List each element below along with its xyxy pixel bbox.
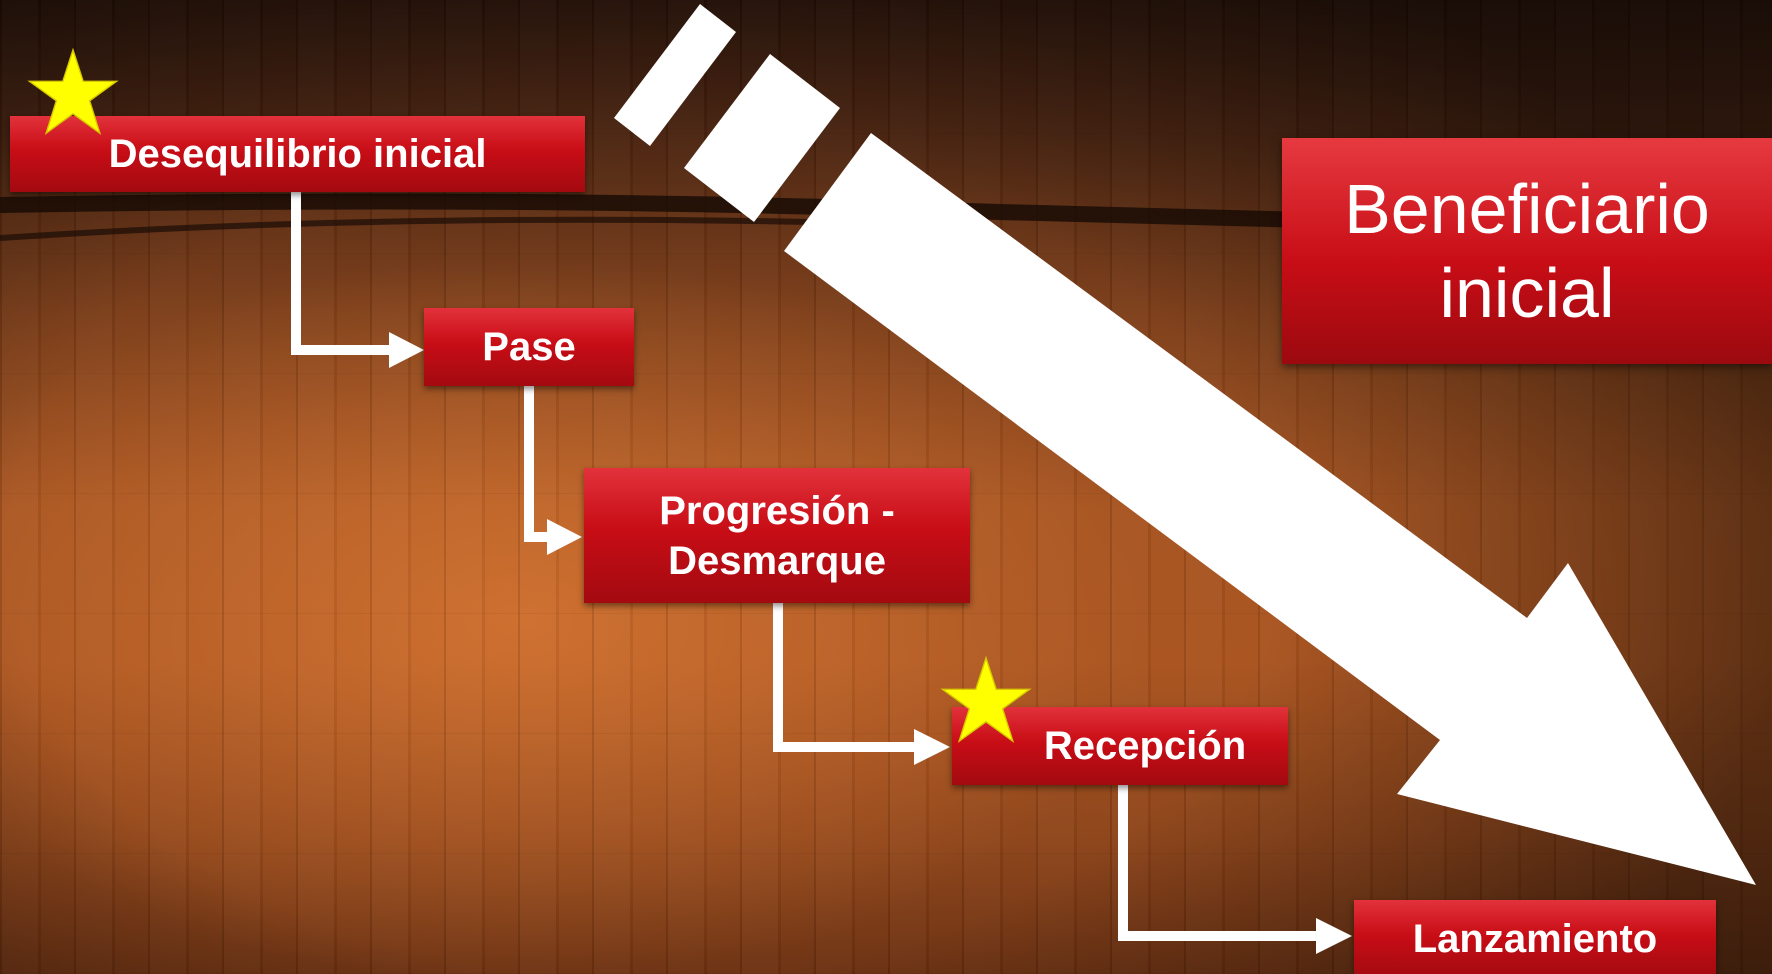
connector-2 bbox=[524, 386, 550, 542]
step-label: Desequilibrio inicial bbox=[108, 132, 487, 176]
step-label-line2: Desmarque bbox=[668, 538, 886, 583]
connector-arrowhead-4 bbox=[1316, 918, 1352, 954]
step-label: Pase bbox=[482, 325, 576, 369]
connector-arrowhead-3 bbox=[914, 729, 950, 765]
arrow-body bbox=[784, 133, 1756, 885]
connectors bbox=[291, 192, 1320, 941]
court-line-lower bbox=[0, 216, 901, 241]
connector-arrowhead-2 bbox=[547, 519, 582, 555]
connector-heads bbox=[389, 332, 1352, 954]
title-line-1: Beneficiario bbox=[1344, 170, 1710, 248]
title-line-2: inicial bbox=[1439, 254, 1615, 332]
connector-1 bbox=[291, 192, 392, 355]
step-label: Lanzamiento bbox=[1412, 917, 1658, 961]
step-label: Progresión - bbox=[659, 488, 895, 533]
arrow-dash-2 bbox=[684, 54, 840, 222]
connector-arrowhead-1 bbox=[389, 332, 424, 368]
step-box-progresion-desmarque: Progresión - Desmarque bbox=[584, 468, 970, 603]
title-box-beneficiario-inicial: Beneficiario inicial bbox=[1282, 138, 1772, 364]
step-label: Recepción bbox=[1043, 724, 1247, 768]
step-box-pase: Pase bbox=[424, 308, 634, 386]
connector-4 bbox=[1118, 785, 1320, 941]
step-box-desequilibrio-inicial: Desequilibrio inicial bbox=[10, 116, 585, 192]
arrow-dash-1 bbox=[614, 4, 736, 146]
star-icon bbox=[27, 48, 119, 136]
connector-3 bbox=[773, 603, 918, 752]
step-box-lanzamiento: Lanzamiento bbox=[1354, 900, 1716, 974]
step-box-recepcion: Recepción bbox=[952, 707, 1288, 785]
big-diagonal-arrow bbox=[614, 4, 1756, 885]
star-icon bbox=[940, 656, 1032, 744]
